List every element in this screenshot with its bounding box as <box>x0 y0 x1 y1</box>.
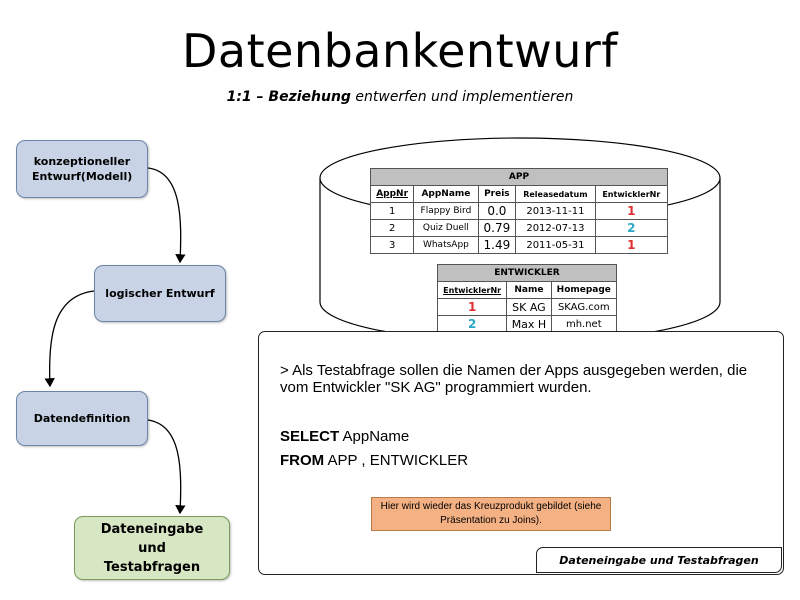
table-name: ENTWICKLER <box>437 264 617 282</box>
entwickler-table: ENTWICKLER EntwicklerNr Name Homepage 1 … <box>436 264 618 333</box>
sql-keyword: FROM <box>280 452 325 469</box>
column-header: EntwicklerNr <box>436 281 508 299</box>
table-cell: 1 <box>369 202 415 220</box>
flow-step-label: logischer Entwurf <box>105 287 215 300</box>
flow-step-label: Datendefinition <box>33 412 131 425</box>
table-cell: Max H <box>506 315 552 333</box>
sql-select-line: SELECT AppName <box>280 428 409 445</box>
flow-step-logical-design: logischer Entwurf <box>94 265 226 322</box>
page-title: Datenbankentwurf <box>181 24 618 78</box>
table-cell: 1.49 <box>477 236 517 254</box>
table-cell: Quiz Duell <box>413 219 479 237</box>
column-header: AppNr <box>369 185 415 203</box>
table-cell: 2011-05-31 <box>515 236 596 254</box>
table-row: 2 Quiz Duell 0.79 2012-07-13 2 <box>369 219 669 237</box>
table-cell: 2 <box>436 315 508 333</box>
sql-text: AppName <box>339 428 410 445</box>
flow-arrow-2 <box>44 290 95 388</box>
table-name: APP <box>370 168 668 186</box>
column-header: Preis <box>477 185 517 203</box>
query-description: > Als Testabfrage sollen die Namen der A… <box>280 362 748 396</box>
sql-from-line: FROM APP , ENTWICKLER <box>280 452 468 469</box>
table-cell: 0.79 <box>477 219 517 237</box>
flow-step-conceptual-design: konzeptioneller Entwurf(Modell) <box>16 140 148 198</box>
app-table: APP AppNr AppName Preis Releasedatum Ent… <box>369 168 669 254</box>
table-cell: 1 <box>436 298 508 316</box>
table-cell: 1 <box>594 236 669 254</box>
page-subtitle: 1:1 – Beziehung entwerfen und implementi… <box>0 89 800 105</box>
callout-note: Hier wird wieder das Kreuzprodukt gebild… <box>371 497 611 531</box>
table-cell: 2 <box>369 219 415 237</box>
sql-keyword: SELECT <box>280 428 340 445</box>
flow-arrow-3 <box>147 419 186 515</box>
flow-step-data-entry: Dateneingabe und Testabfragen <box>74 516 230 580</box>
table-cell: 3 <box>369 236 415 254</box>
table-cell: 2012-07-13 <box>515 219 596 237</box>
table-cell: mh.net <box>550 315 618 333</box>
table-cell: Flappy Bird <box>413 202 479 220</box>
table-row: 2 Max H mh.net <box>436 315 618 333</box>
table-row: 1 SK AG SKAG.com <box>436 298 618 316</box>
flow-step-data-definition: Datendefinition <box>16 391 148 446</box>
table-cell: 2 <box>594 219 669 237</box>
table-row: 3 WhatsApp 1.49 2011-05-31 1 <box>369 236 669 254</box>
table-cell: 1 <box>594 202 669 220</box>
subtitle-rest: entwerfen und implementieren <box>350 89 574 105</box>
subtitle-bold: 1:1 – Beziehung <box>226 89 351 105</box>
table-cell: 0.0 <box>477 202 517 220</box>
table-cell: SK AG <box>506 298 552 316</box>
table-cell: 2013-11-11 <box>515 202 596 220</box>
column-header: EntwicklerNr <box>594 185 669 203</box>
flow-arrow-1 <box>147 167 186 264</box>
table-cell: WhatsApp <box>413 236 479 254</box>
table-cell: SKAG.com <box>550 298 618 316</box>
flow-step-label: konzeptioneller Entwurf(Modell) <box>32 155 133 183</box>
column-header: Name <box>506 281 552 299</box>
flow-step-label: Dateneingabe und Testabfragen <box>100 521 204 575</box>
query-panel <box>258 331 784 575</box>
column-header: Releasedatum <box>515 185 596 203</box>
column-header: AppName <box>413 185 479 203</box>
table-row: 1 Flappy Bird 0.0 2013-11-11 1 <box>369 202 669 220</box>
sql-text: APP , ENTWICKLER <box>324 452 469 469</box>
slide-footer-label: Dateneingabe und Testabfragen <box>536 547 782 573</box>
column-header: Homepage <box>550 281 618 299</box>
